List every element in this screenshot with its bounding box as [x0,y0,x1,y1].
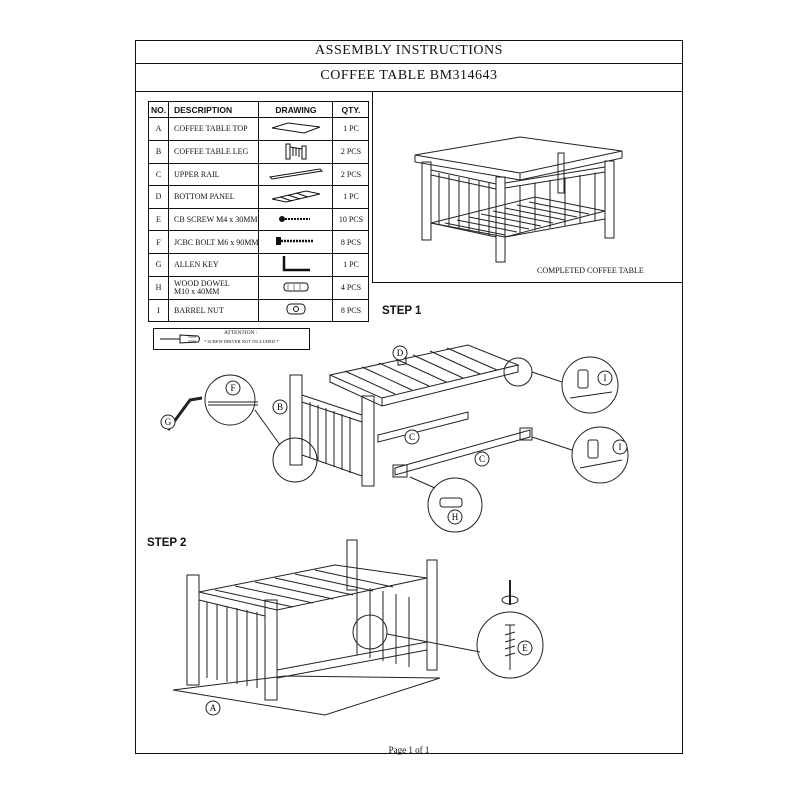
col-description: DESCRIPTION [167,101,260,118]
col-qty: QTY. [332,101,370,118]
step1-callouts [160,345,628,525]
step1-illustration: D B F G C C I I H [160,344,629,533]
part-description: COFFEE TABLE TOP [174,124,248,134]
document-frame [135,40,683,754]
vertical-divider [372,91,373,282]
part-no: I [148,298,169,323]
completed-table-illustration [414,136,623,263]
col-no: NO. [148,101,169,118]
bolt-icon [258,230,334,254]
part-qty: 1 PC [332,252,370,277]
completed-table-caption: COMPLETED COFFEE TABLE [537,266,644,275]
part-no: H [148,275,169,300]
callout-c-1: C [409,432,415,442]
step2-label: STEP 2 [147,537,187,549]
parts-table-header: NO. DESCRIPTION DRAWING QTY. [148,101,370,118]
parts-row: I BARREL NUT 8 PCS [148,298,370,323]
part-no: A [148,117,169,141]
part-no: G [148,252,169,277]
part-description: JCBC BOLT M6 x 90MM [174,237,259,247]
part-description: ALLEN KEY [174,260,219,270]
parts-row: B COFFEE TABLE LEG 2 PCS [148,139,370,164]
part-qty: 8 PCS [332,230,370,254]
document-subtitle: COFFEE TABLE BM314643 [320,68,498,83]
part-description: CB SCREW M4 x 30MM [174,215,258,225]
allen-key-icon [258,252,334,277]
part-no: C [148,162,169,187]
parts-row: C UPPER RAIL 2 PCS [148,162,370,187]
part-no: F [148,230,169,254]
part-description: BOTTOM PANEL [174,192,235,202]
parts-row: E CB SCREW M4 x 30MM 10 PCS [148,207,370,232]
callout-i-2: I [619,442,622,452]
attention-box: ATTENTION : * SCREW DRIVER NOT INCLUDED … [153,328,310,350]
attention-label: ATTENTION : [224,330,258,336]
callout-f: F [230,383,235,393]
col-drawing: DRAWING [258,101,334,118]
barrel-nut-icon [258,298,334,323]
callout-h: H [452,512,459,522]
callout-i-1: I [604,373,607,383]
page-number: Page 1 of 1 [388,745,430,755]
callout-a: A [210,703,217,713]
table-leg-icon [258,139,334,164]
part-qty: 10 PCS [332,207,370,232]
part-qty: 2 PCS [332,139,370,164]
callout-d-step1: D [397,348,404,358]
step2-illustration: A E [172,539,544,716]
part-qty: 2 PCS [332,162,370,187]
callout-g: G [165,417,172,427]
section-divider [372,282,683,283]
part-qty: 1 PC [332,117,370,141]
part-no: B [148,139,169,164]
part-description-size: M10 x 40MM [174,286,220,296]
part-description: BARREL NUT [174,305,224,315]
part-description: COFFEE TABLE LEG [174,147,249,157]
parts-row: D BOTTOM PANEL 1 PC [148,185,370,209]
part-qty: 1 PC [332,185,370,209]
callout-c-2: C [479,454,485,464]
document-title: ASSEMBLY INSTRUCTIONS [315,43,503,58]
bottom-panel-icon [258,185,334,209]
part-description: WOOD DOWEL [174,278,230,288]
attention-note: * SCREW DRIVER NOT INCLUDED * [204,339,279,344]
part-description: UPPER RAIL [174,169,220,179]
title-divider [135,63,683,64]
part-no: E [148,207,169,232]
parts-table: NO. DESCRIPTION DRAWING QTY. A COFFEE TAB… [148,101,370,323]
upper-rail-icon [258,162,334,187]
callout-e: E [522,643,528,653]
step1-label: STEP 1 [382,305,422,317]
part-no: D [148,185,169,209]
parts-row: G ALLEN KEY 1 PC [148,252,370,277]
header-divider [135,91,683,92]
callout-b: B [277,402,283,412]
parts-row: F JCBC BOLT M6 x 90MM 8 PCS [148,230,370,254]
parts-row: A COFFEE TABLE TOP 1 PC [148,117,370,141]
wood-dowel-icon [258,275,334,300]
screwdriver-icon [160,334,200,344]
table-top-icon [258,117,334,141]
screw-icon [258,207,334,232]
part-qty: 4 PCS [332,275,370,300]
part-qty: 8 PCS [332,298,370,323]
